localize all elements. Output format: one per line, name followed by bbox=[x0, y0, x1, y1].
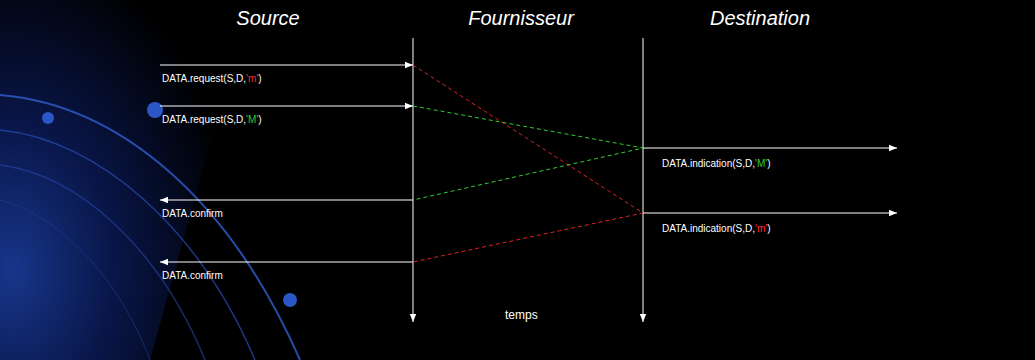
primitive-arrow bbox=[160, 200, 413, 201]
label-part: DATA.request(S,D, bbox=[162, 114, 246, 125]
quoted-data: 'M' bbox=[755, 158, 767, 169]
time-axis bbox=[413, 38, 414, 322]
blue-swirl bbox=[0, 0, 250, 360]
swirl-arc bbox=[0, 95, 300, 360]
primitive-label: DATA.confirm bbox=[162, 270, 223, 282]
dashed-transfer bbox=[413, 106, 643, 200]
quoted-data: 'M' bbox=[246, 114, 258, 125]
primitive-label: DATA.confirm bbox=[162, 208, 223, 220]
lane-heading: Fournisseur bbox=[468, 6, 574, 30]
label-part: ) bbox=[258, 73, 261, 84]
time-axis bbox=[643, 38, 644, 322]
quoted-data: 'm' bbox=[246, 73, 258, 84]
primitive-label: DATA.indication(S,D,'M') bbox=[662, 158, 771, 170]
primitive-label: DATA.indication(S,D,'m') bbox=[662, 223, 771, 235]
swirl-arc bbox=[0, 130, 255, 360]
label-part: ) bbox=[767, 223, 770, 234]
label-part: DATA.indication(S,D, bbox=[662, 158, 755, 169]
primitive-arrow bbox=[643, 148, 897, 149]
primitive-arrow bbox=[160, 106, 413, 107]
label-part: DATA.request(S,D, bbox=[162, 73, 246, 84]
lane-heading: Source bbox=[236, 6, 299, 30]
dashed-transfer bbox=[413, 65, 643, 262]
swirl-dot bbox=[42, 112, 54, 124]
label-part: ) bbox=[767, 158, 770, 169]
lane-heading: Destination bbox=[710, 6, 810, 30]
quoted-data: 'm' bbox=[755, 223, 767, 234]
primitive-label: DATA.request(S,D,'m') bbox=[162, 73, 262, 85]
primitive-label: DATA.request(S,D,'M') bbox=[162, 114, 262, 126]
primitive-arrow bbox=[160, 65, 413, 66]
swirl-arc bbox=[0, 200, 150, 360]
primitive-arrow bbox=[160, 262, 413, 263]
primitive-arrow bbox=[643, 213, 897, 214]
axis-label: temps bbox=[505, 308, 538, 322]
label-part: DATA.indication(S,D, bbox=[662, 223, 755, 234]
swirl-dot bbox=[283, 293, 297, 307]
label-part: ) bbox=[258, 114, 261, 125]
swirl-dot bbox=[147, 102, 163, 118]
